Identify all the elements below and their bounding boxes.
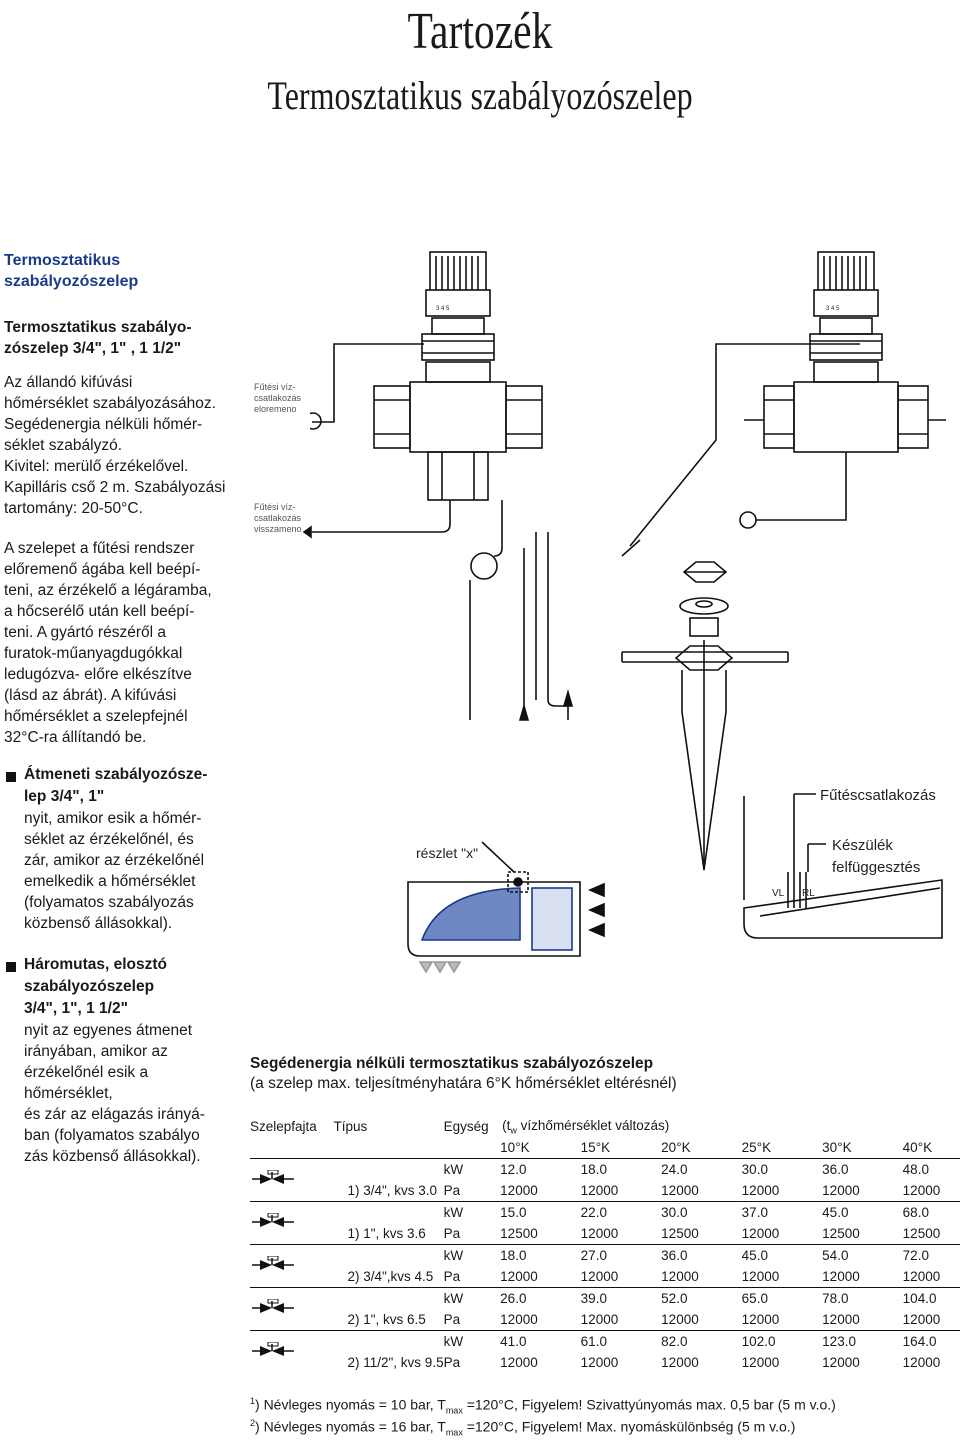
valve-diagram: Fűtési víz- csatlakozás eloremeno Fűtési…: [254, 251, 946, 974]
page-title: Tartozék: [407, 3, 553, 60]
flow-label-supply: Fűtési víz- csatlakozás eloremeno: [254, 382, 304, 414]
bullet-section-2: Háromutas, elosztó szabályozószelep 3/4"…: [24, 956, 205, 1165]
table-heading-block: Segédenergia nélküli termosztatikus szab…: [250, 1054, 677, 1094]
hanging-label-1: Készülék: [832, 837, 893, 854]
label-bg: [254, 404, 310, 440]
heating-unit: [743, 793, 943, 939]
heating-connection-label: Fűtéscsatlakozás: [820, 787, 936, 804]
dial-scale-right: 3 4 5: [826, 306, 840, 312]
detail-label: részlet "x": [416, 845, 478, 861]
product-title: Termosztatikus szabályo- zószelep 3/4", …: [4, 319, 192, 357]
bullet-icon: [6, 962, 16, 972]
footnote-1: 1) Névleges nyomás = 10 bar, Tmax =120°C…: [250, 1396, 836, 1416]
vl-label: VL: [772, 888, 785, 899]
bullet-section-1: Átmeneti szabályozósze- lep 3/4", 1" nyi…: [24, 766, 208, 932]
valve-symbol-icon: [252, 1169, 294, 1184]
page-subtitle: Termosztatikus szabályozószelep: [267, 73, 693, 118]
sensor-mount: [621, 561, 789, 871]
valve-symbol-icon: [252, 1255, 294, 1270]
bullet-icon: [6, 772, 16, 782]
heat-exchanger: [407, 841, 605, 974]
table-header-row: Szelepfajta Típus Egység (tw vízhőmérsék…: [250, 1117, 670, 1136]
section-title: Termosztatikus szabályozószelep: [4, 252, 139, 290]
table-temp-row: 10°K 15°K 20°K 25°K 30°K 40°K: [250, 1137, 960, 1159]
valve-right: [621, 251, 946, 557]
hanging-label-2: felfüggesztés: [832, 859, 920, 876]
table-subheading: (a szelep max. teljesítményhatára 6°K hő…: [250, 1075, 677, 1092]
valve-symbol-icon: [252, 1341, 294, 1356]
rl-label: RL: [802, 888, 815, 899]
valve-symbol-icon: [252, 1212, 294, 1227]
valve-left: [302, 251, 543, 720]
spec-table: Szelepfajta Típus Egység (tw vízhőmérsék…: [250, 1116, 960, 1373]
dial-scale-left: 3 4 5: [436, 306, 450, 312]
installation-text: A szelepet a fűtési rendszer előremenő á…: [4, 540, 212, 746]
flow-lines: [518, 532, 574, 721]
footnote-2: 2) Névleges nyomás = 16 bar, Tmax =120°C…: [250, 1418, 796, 1438]
description-text: Az állandó kifúvási hőmérséklet szabályo…: [4, 374, 226, 517]
flow-label-return: Fűtési víz- csatlakozás visszameno: [254, 502, 304, 534]
table-heading: Segédenergia nélküli termosztatikus szab…: [250, 1055, 654, 1072]
valve-symbol-icon: [252, 1298, 294, 1313]
